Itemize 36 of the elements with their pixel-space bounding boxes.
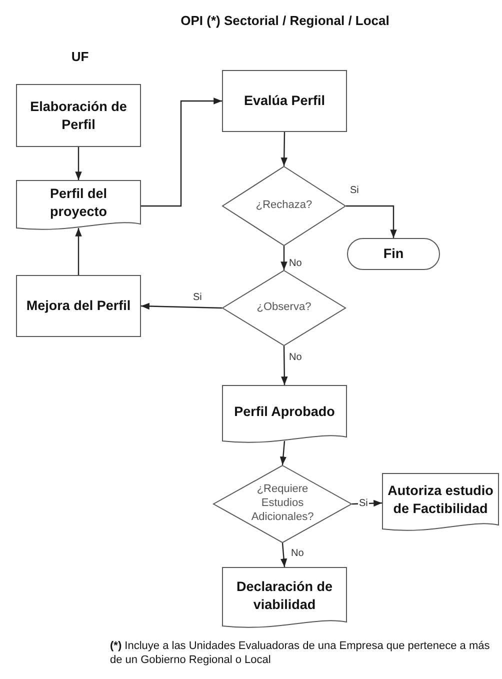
document-shape bbox=[222, 385, 347, 445]
arrow bbox=[75, 228, 82, 275]
process-box bbox=[16, 275, 141, 337]
node-label: Elaboración de Perfil bbox=[29, 98, 128, 134]
node-label: Mejora del Perfil bbox=[25, 297, 132, 315]
arrow bbox=[281, 346, 288, 385]
decision-question: ¿Observa? bbox=[256, 301, 312, 315]
decision-question: ¿Rechaza? bbox=[254, 199, 314, 213]
node-label: Declaración de viabilidad bbox=[235, 578, 334, 614]
arrow bbox=[140, 302, 222, 310]
decision-diamond bbox=[222, 270, 346, 346]
node-label: Autoriza estudio de Factibilidad bbox=[386, 482, 494, 518]
arrow bbox=[346, 205, 397, 238]
arrow bbox=[280, 132, 288, 166]
decision-diamond bbox=[213, 465, 352, 543]
arrow bbox=[280, 440, 287, 466]
node-label: Evalúa Perfil bbox=[242, 92, 326, 110]
document-shape bbox=[16, 180, 141, 232]
process-box bbox=[16, 84, 141, 147]
node-label: Perfil del proyecto bbox=[48, 185, 108, 221]
document-shape bbox=[382, 473, 499, 533]
process-box bbox=[222, 70, 347, 132]
arrow bbox=[280, 246, 288, 270]
arrow bbox=[141, 98, 222, 207]
column-heading: UF bbox=[70, 49, 90, 66]
column-heading: OPI (*) Sectorial / Regional / Local bbox=[180, 13, 390, 30]
footnote: (*) Incluye a las Unidades Evaluadoras de una Empresa que pertenece a más de un Gobierno Regional o Local bbox=[110, 640, 491, 668]
decision-diamond bbox=[222, 166, 346, 246]
document-shape bbox=[222, 567, 347, 630]
terminal-shape bbox=[347, 238, 440, 270]
node-label: Fin bbox=[382, 245, 405, 263]
node-label: Perfil Aprobado bbox=[233, 403, 336, 422]
arrow bbox=[352, 500, 382, 507]
decision-question: ¿Requiere Estudios Adicionales? bbox=[250, 483, 315, 525]
arrow bbox=[280, 542, 288, 568]
arrow bbox=[75, 147, 82, 180]
